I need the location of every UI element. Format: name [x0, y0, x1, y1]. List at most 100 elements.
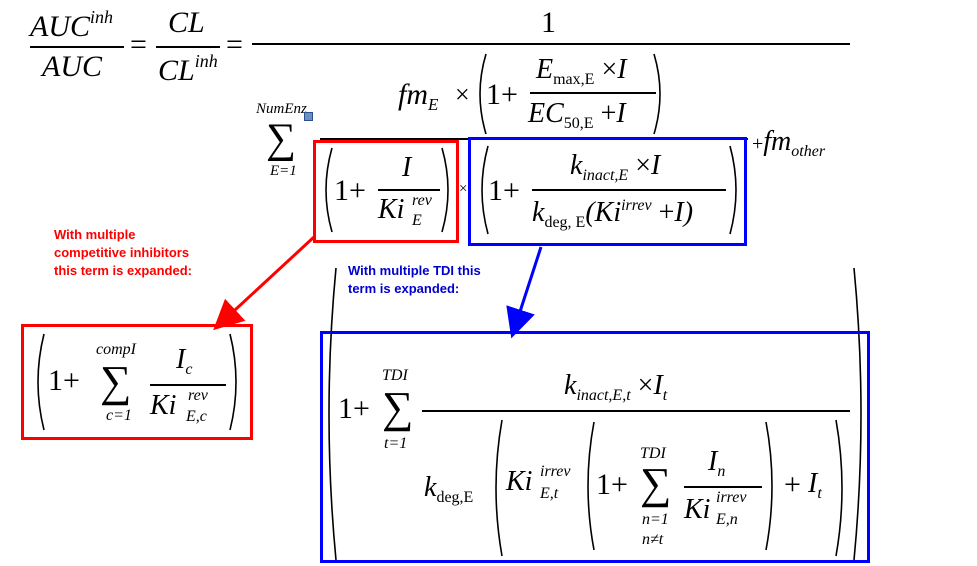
tdi-left-paren: [481, 145, 489, 235]
fm-one-plus: 1+: [486, 78, 518, 111]
auc-inh-numerator: AUCinh: [30, 8, 113, 42]
competitive-inhibition-box: [313, 140, 459, 243]
exp-tdi-num-times: ×: [637, 370, 654, 401]
comp-left-paren: [325, 147, 333, 233]
tdi-num-times: ×: [635, 150, 651, 181]
emax-fraction-bar: [530, 92, 656, 94]
exp-tdi-inner-lower-2: n≠t: [642, 531, 664, 548]
tdi-denominator: kdeg, E(Kiirrev +I): [532, 198, 693, 231]
exp-tdi-ki-subscript: E,t: [540, 485, 559, 502]
unit-numerator: 1: [541, 6, 556, 39]
exp-comp-right-paren: [229, 333, 237, 431]
fm-subscript: E: [428, 95, 439, 114]
exp-comp-den-subscript: E,c: [186, 408, 207, 425]
exp-tdi-kdeg: kdeg,E: [424, 474, 473, 506]
tdi-num-subscript: inact,E: [582, 167, 629, 184]
exp-comp-upper: compI: [96, 341, 136, 358]
comp-denominator: Ki: [378, 196, 404, 224]
cl-fraction-bar: [156, 46, 220, 48]
sum-lower-limit: E=1: [270, 163, 297, 179]
comp-tdi-times: ×: [459, 181, 468, 197]
exp-tdi-ki-superscript: irrev: [540, 463, 571, 480]
tdi-den-i: I): [674, 197, 694, 228]
exp-tdi-kdeg-subscript: deg,E: [436, 489, 474, 506]
emax-numerator: Emax,E ×I: [536, 56, 627, 88]
comp-one-plus: 1+: [334, 174, 366, 207]
fm-right-paren: [653, 53, 661, 135]
ec50-plus: +: [600, 98, 617, 129]
exp-comp-sigma: ∑: [100, 357, 132, 406]
auc-den-label: AUC: [42, 50, 102, 83]
tdi-num-k: k: [570, 150, 583, 181]
comp-fraction-bar: [378, 189, 440, 191]
emax-label: E: [536, 54, 554, 85]
exp-comp-one-plus: 1+: [48, 364, 80, 397]
tdi-box: [468, 137, 747, 246]
blue-expansion-note: With multiple TDI this term is expanded:: [348, 263, 481, 296]
fm-label: fm: [398, 78, 428, 111]
exp-tdi-inner-fraction-bar: [684, 486, 762, 488]
inh-superscript: inh: [90, 7, 114, 27]
exp-tdi-kdeg-k: k: [424, 472, 437, 503]
exp-tdi-it-subscript: t: [817, 485, 822, 502]
fm-other-term: +fmother: [752, 128, 825, 160]
exp-tdi-inner-right-paren: [765, 421, 773, 551]
red-expansion-note: With multiple competitive inhibitors thi…: [54, 227, 192, 278]
tdi-one-plus: 1+: [488, 174, 520, 207]
fm-other-subscript: other: [791, 143, 826, 160]
exp-tdi-inner-den-subscript: E,n: [716, 511, 738, 528]
exp-tdi-inner-lower-1: n=1: [642, 511, 669, 528]
emax-i: I: [617, 54, 627, 85]
exp-tdi-inner-upper: TDI: [640, 445, 666, 462]
exp-tdi-num-i: I: [653, 370, 663, 401]
exp-comp-num-subscript: c: [185, 361, 193, 378]
exp-comp-den-superscript: rev: [188, 387, 208, 404]
sum-sigma: ∑: [266, 116, 296, 162]
tdi-numerator: kinact,E ×I: [570, 152, 660, 184]
exp-tdi-sigma: ∑: [382, 383, 414, 432]
exp-tdi-outer-right-paren: [853, 267, 862, 561]
exp-tdi-lower: t=1: [384, 435, 408, 452]
ec50-denominator: EC50,E +I: [528, 100, 626, 132]
auc-fraction-bar: [30, 46, 124, 48]
comp-numerator-i: I: [402, 152, 412, 183]
comp-den-subscript: E: [412, 212, 422, 229]
exp-tdi-inner-sigma: ∑: [640, 459, 672, 508]
exp-tdi-numerator: kinact,E,t ×It: [564, 372, 667, 404]
exp-tdi-it-i: I: [808, 468, 818, 499]
exp-tdi-inner-one-plus: 1+: [596, 468, 628, 501]
ec50-i: I: [616, 98, 626, 129]
ec50-label: EC: [528, 98, 564, 129]
exp-comp-denominator: Ki: [150, 390, 177, 421]
tdi-fraction-bar: [532, 189, 726, 191]
red-arrow: [213, 235, 316, 331]
exp-comp-numerator: Ic: [176, 346, 192, 378]
expanded-tdi-box: [320, 331, 870, 563]
fm-times: ×: [455, 80, 470, 109]
exp-tdi-mid-left-paren: [495, 419, 503, 557]
exp-tdi-mid-right-paren: [835, 419, 843, 557]
cl-den-label: CL: [158, 54, 195, 87]
exp-tdi-num-subscript: inact,E,t: [576, 387, 631, 404]
exp-tdi-one-plus: 1+: [338, 392, 370, 425]
exp-tdi-inner-num-i: I: [708, 446, 718, 477]
comp-den-superscript: rev: [412, 192, 432, 209]
blue-arrow: [506, 246, 543, 339]
emax-times: ×: [601, 54, 618, 85]
comp-ki: Ki: [378, 194, 405, 225]
fm-left-paren: [479, 53, 487, 135]
tdi-den-subscript: deg, E: [544, 214, 586, 231]
main-fraction-bar: [252, 43, 850, 45]
exp-tdi-inner-left-paren: [587, 421, 595, 551]
fm-other-label: fm: [763, 126, 792, 157]
fm-other-plus: +: [752, 133, 764, 155]
exp-tdi-num-i-subscript: t: [662, 387, 668, 404]
sum-upper-limit: NumEnz: [256, 101, 307, 117]
tdi-den-ki: (Ki: [585, 197, 622, 228]
emax-subscript: max,E: [553, 71, 595, 88]
exp-tdi-it: It: [808, 470, 822, 502]
exp-tdi-upper: TDI: [382, 367, 408, 384]
expanded-competitive-box: [21, 324, 253, 440]
sum-handle-marker: [304, 112, 313, 121]
